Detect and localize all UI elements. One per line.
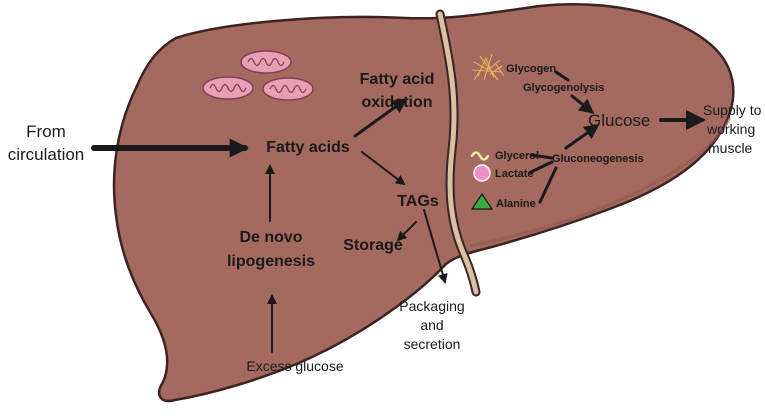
arrow-glycogen-link [554,70,570,82]
arrow-to-tags [361,151,406,186]
supply-muscle-label: working [706,121,755,137]
alanine-triangle-icon [470,192,494,210]
supply-muscle-label: muscle [708,140,753,156]
arrow-glycogenolysis-to-glucose [570,94,595,114]
fatty-acids-label: Fatty acids [266,139,350,156]
link-lactate [529,160,554,174]
arrow-to-packaging [423,209,448,284]
alanine-label: Alanine [496,198,536,210]
lactate-label: Lactate [495,168,534,180]
glycerol-squiggle-icon [470,151,490,161]
arrow-gluconeogenesis-to-glucose [564,124,600,150]
packaging-secretion-label: and [420,317,443,333]
glycogenolysis-label: Glycogenolysis [523,82,604,94]
de-novo-lipogenesis-label: De novo [239,229,302,246]
packaging-secretion-label: secretion [404,336,461,352]
excess-glucose-label: Excess glucose [246,358,343,374]
fatty-acid-oxidation-label: oxidation [361,94,432,111]
from-circulation-label: circulation [8,145,85,164]
de-novo-lipogenesis-label: lipogenesis [227,253,315,270]
glycogen-granule-icon [471,53,505,81]
mitochondrion-icon [240,50,292,74]
lactate-circle-icon [473,164,491,182]
link-alanine [538,166,558,204]
link-glycerol [529,153,554,160]
supply-muscle-label: Supply to [703,102,762,118]
packaging-secretion-label: Packaging [399,298,464,314]
tags-label: TAGs [397,193,439,210]
gluconeogenesis-label: Gluconeogenesis [552,153,644,165]
fatty-acid-oxidation-label: Fatty acid [360,71,435,88]
from-circulation-label: From [26,122,66,141]
arrow-to-oxidation [353,98,408,138]
mitochondrion-icon [262,77,314,101]
mitochondrion-icon [202,76,254,100]
glycerol-label: Glycerol [495,150,539,162]
glycogen-label: Glycogen [506,63,556,75]
storage-label: Storage [343,237,403,254]
glucose-label: Glucose [588,111,650,130]
arrow-to-storage [396,221,417,242]
